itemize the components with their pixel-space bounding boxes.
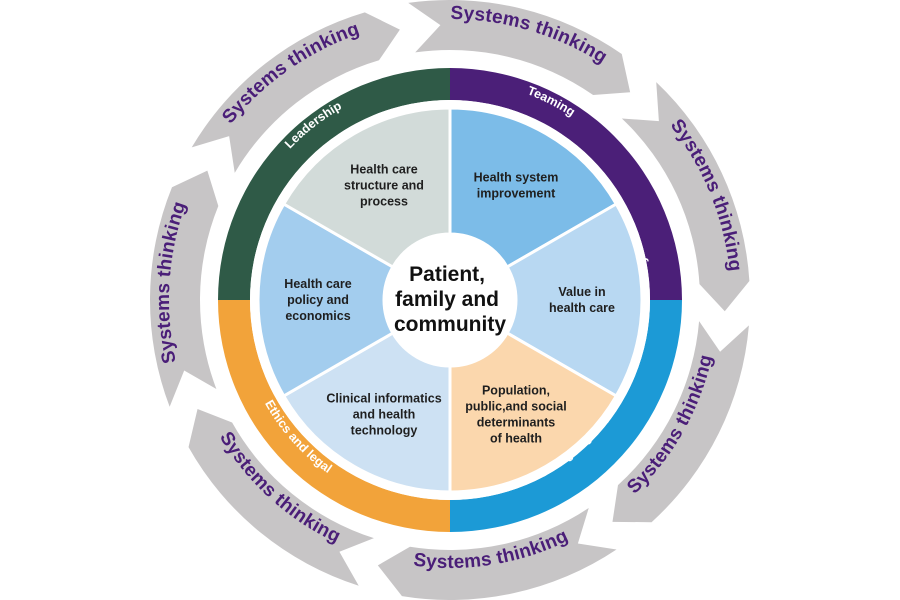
- segment-label-line: technology: [351, 423, 418, 437]
- segment-label-line: Population,: [482, 383, 550, 397]
- segment-label-line: and health: [353, 407, 416, 421]
- systems-thinking-arrow: [150, 170, 219, 407]
- center-line-1: Patient,: [409, 263, 485, 286]
- center-label: Patient, family and community: [394, 263, 506, 336]
- segment-label-line: process: [360, 195, 408, 209]
- segment-label-line: Value in: [558, 285, 605, 299]
- systems-thinking-arrow: [377, 507, 617, 600]
- systems-thinking-arrow: [408, 0, 631, 96]
- segment-label-line: structure and: [344, 179, 424, 193]
- segment-label-line: of health: [490, 431, 542, 445]
- segment-label: Health care structure and process: [344, 163, 424, 209]
- segment-label-line: economics: [285, 309, 350, 323]
- systems-thinking-arrow: [612, 321, 749, 523]
- systems-thinking-arrow: [188, 409, 374, 586]
- segment-label-line: Health system: [474, 171, 559, 185]
- competency-band: [450, 300, 682, 532]
- competency-band: [450, 68, 682, 300]
- segment-label-line: policy and: [287, 293, 349, 307]
- segment-label-line: health care: [549, 301, 615, 315]
- competency-band: [218, 68, 450, 300]
- segment-label-line: Health care: [284, 277, 351, 291]
- segment-label: Population, public,and social determinants…: [465, 383, 566, 445]
- segment-label-line: Clinical informatics: [326, 391, 441, 405]
- center-hub: Patient, family and community: [384, 234, 516, 366]
- center-circle: [384, 234, 516, 366]
- center-line-3: community: [394, 313, 506, 336]
- competency-band: [218, 300, 450, 532]
- segment-label: Value in health care: [549, 285, 615, 315]
- segment-label-line: Health care: [350, 163, 417, 177]
- segment-label: Clinical informatics and health technology: [326, 391, 441, 437]
- segment-label: Health system improvement: [474, 171, 559, 201]
- systems-thinking-arrow: [191, 12, 400, 173]
- center-line-2: family and: [395, 288, 499, 311]
- systems-thinking-arrow: [621, 82, 750, 312]
- segment-label-line: determinants: [477, 415, 556, 429]
- segment-label: Health care policy and economics: [284, 277, 351, 323]
- segment-label-line: public,and social: [465, 399, 566, 413]
- segment-label-line: improvement: [477, 187, 556, 201]
